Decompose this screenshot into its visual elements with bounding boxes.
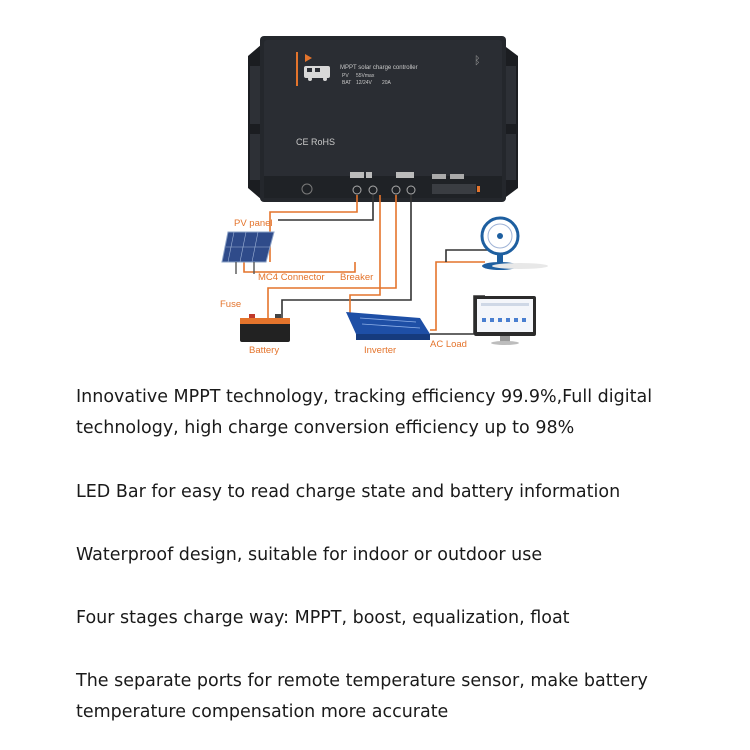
pv-label: PV [342, 73, 349, 79]
device-title: MPPT solar charge controller [340, 65, 418, 71]
battery [240, 314, 290, 342]
current-rating: 20A [382, 80, 392, 86]
inverter [346, 312, 430, 340]
fan-icon [480, 216, 548, 270]
pv-panel-label: PV panel [234, 218, 273, 229]
pv-value: 55Vmax [356, 73, 375, 79]
inverter-label: Inverter [364, 345, 396, 356]
fuse-label: Fuse [220, 299, 241, 310]
monitor-icon [474, 296, 536, 345]
feature-waterproof: Waterproof design, suitable for indoor o… [76, 545, 543, 565]
charge-controller: MPPT solar charge controller PV 55Vmax B… [248, 36, 518, 202]
pv-panel [221, 231, 275, 274]
ac-load-label: AC Load [430, 339, 467, 350]
certification-mark: CE RoHS [296, 137, 335, 147]
feature-led-bar: LED Bar for easy to read charge state an… [76, 482, 621, 502]
bluetooth-icon: ᛒ [474, 54, 481, 67]
breaker-label: Breaker [340, 272, 373, 283]
feature-temperature-sensor: The separate ports for remote temperatur… [76, 671, 648, 722]
wiring [243, 195, 500, 335]
battery-label: Battery [249, 345, 279, 356]
pv-terminals [350, 172, 378, 195]
feature-charge-stages: Four stages charge way: MPPT, boost, equ… [76, 608, 570, 628]
rv-icon [304, 66, 330, 81]
feature-mppt-efficiency: Innovative MPPT technology, tracking eff… [76, 387, 653, 438]
bat-label: BAT [342, 80, 351, 86]
temp-sensor-port [301, 183, 313, 195]
bat-value: 12/24V [356, 80, 373, 86]
mc4-label: MC4 Connector [258, 272, 325, 283]
led-bar [432, 174, 480, 194]
wiring-diagram: MPPT solar charge controller PV 55Vmax B… [220, 36, 548, 356]
battery-terminals [391, 172, 416, 195]
